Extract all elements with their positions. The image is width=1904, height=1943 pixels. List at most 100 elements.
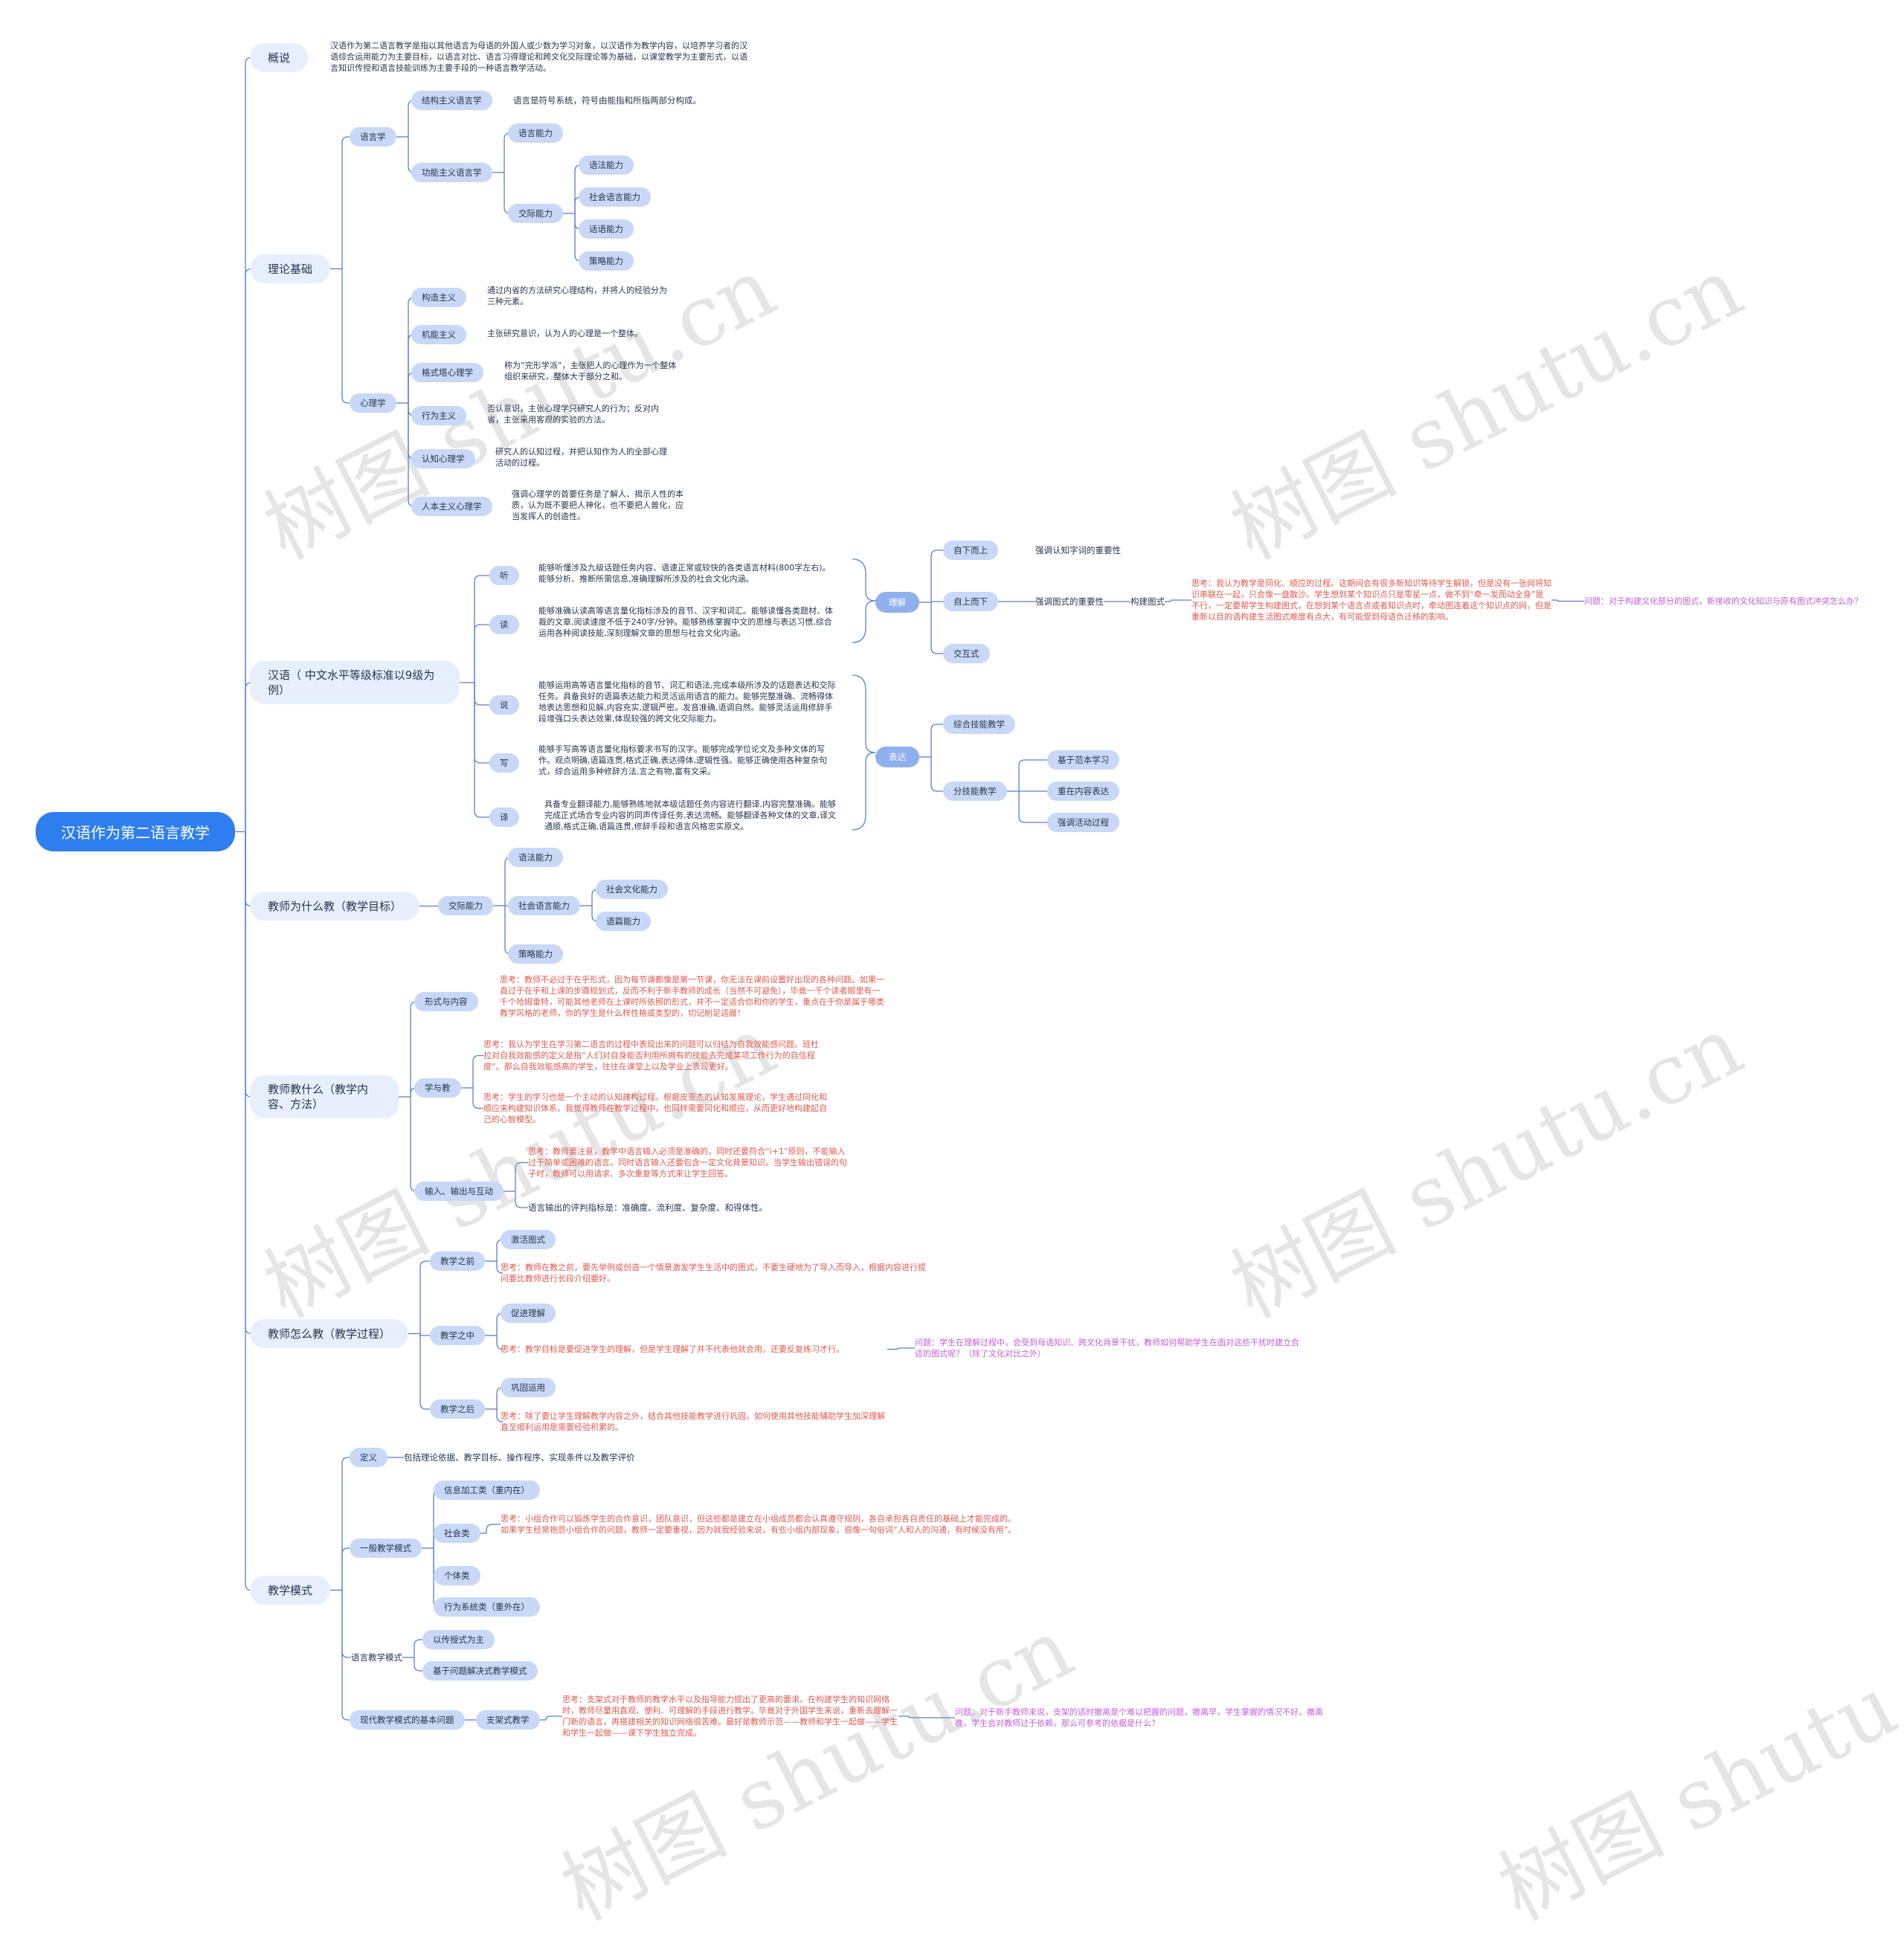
connector — [474, 683, 489, 818]
node-social[interactable]: 社会类 — [434, 1524, 480, 1543]
connector — [852, 674, 876, 831]
tag-promote-understanding[interactable]: 促进理解 — [501, 1304, 556, 1323]
node-activity-focus[interactable]: 强调活动过程 — [1047, 813, 1119, 832]
node-speaking[interactable]: 说 — [489, 695, 519, 715]
node-communicative-ability[interactable]: 交际能力 — [508, 204, 563, 223]
tag-activate-schema[interactable]: 激活图式 — [501, 1230, 556, 1249]
branch-teaching-mode[interactable]: 教学模式 — [250, 1576, 331, 1605]
node-language-ability[interactable]: 语言能力 — [508, 123, 563, 143]
node-goal-grammar[interactable]: 语法能力 — [508, 848, 563, 867]
node-content-focus[interactable]: 重在内容表达 — [1047, 782, 1119, 801]
connector — [410, 1097, 417, 1192]
node-bottom-up[interactable]: 自下而上 — [943, 541, 998, 560]
node-structural-linguistics[interactable]: 结构主义语言学 — [411, 91, 492, 110]
connector — [341, 1547, 350, 1591]
branch-chinese-standard[interactable]: 汉语（ 中文水平等级标准以9级为例） — [250, 661, 460, 704]
branch-teaching-content[interactable]: 教师教什么（教学内容、方法） — [250, 1075, 399, 1118]
node-strategy-ability[interactable]: 策略能力 — [579, 251, 634, 271]
node-interactive[interactable]: 交互式 — [943, 644, 990, 663]
node-info-processing[interactable]: 信息加工类（重内在） — [434, 1480, 540, 1500]
branch-teaching-process[interactable]: 教师怎么教（教学过程） — [250, 1319, 409, 1348]
connector — [474, 683, 489, 706]
node-discourse-ability[interactable]: 话语能力 — [579, 219, 634, 239]
connector — [496, 1261, 504, 1274]
branch-teaching-goal[interactable]: 教师为什么教（教学目标） — [250, 892, 420, 921]
node-structuralism[interactable]: 构造主义 — [411, 288, 466, 307]
structuralism-text: 通过内省的方法研究心理结构，并将人的经验分为三种元素。 — [487, 286, 667, 306]
node-sociocultural[interactable]: 社会文化能力 — [596, 880, 668, 899]
node-grammar-ability[interactable]: 语法能力 — [579, 155, 634, 175]
node-translation[interactable]: 译 — [489, 808, 519, 827]
node-goal-sociolinguistic[interactable]: 社会语言能力 — [508, 896, 580, 915]
learning-thought-2: 思考：学生的学习也是一个主动的认知建构过程。根据皮亚杰的认知发展理论，学生通过同… — [483, 1092, 827, 1124]
node-behavioral-system[interactable]: 行为系统类（重外在） — [434, 1597, 540, 1617]
connector — [341, 1457, 350, 1591]
node-comprehension[interactable]: 理解 — [875, 592, 919, 613]
node-form-content[interactable]: 形式与内容 — [414, 992, 478, 1011]
node-listening[interactable]: 听 — [489, 566, 519, 585]
schema-thought: 思考：我认为教学是同化、顺应的过程。这期间会有很多新知识等待学生解锁，但是没有一… — [1191, 579, 1551, 622]
node-problem-solving[interactable]: 基于问题解决式教学模式 — [422, 1661, 538, 1681]
node-goal-strategy[interactable]: 策略能力 — [508, 944, 563, 964]
node-individual[interactable]: 个体类 — [434, 1566, 480, 1585]
node-model-based[interactable]: 基于范本学习 — [1047, 750, 1119, 770]
node-separate-skills[interactable]: 分技能教学 — [943, 782, 1007, 801]
node-learning-teaching[interactable]: 学与教 — [414, 1078, 461, 1098]
node-after-class[interactable]: 教学之后 — [430, 1399, 485, 1419]
node-general-mode[interactable]: 一般教学模式 — [350, 1538, 422, 1558]
node-cognitive[interactable]: 认知心理学 — [411, 449, 475, 468]
connector — [545, 1715, 562, 1721]
speaking-text: 能够运用高等语言量化指标的音节、词汇和语法,完成本级所涉及的话题表达和交际任务。… — [538, 680, 836, 724]
connector — [472, 1054, 483, 1088]
cognitive-text: 研究人的认知过程，并把认知作为人的全部心理活动的过程。 — [495, 447, 667, 468]
node-language-mode[interactable]: 语言教学模式 — [351, 1652, 402, 1663]
after-thought: 思考：除了要让学生理解教学内容之外，结合其他技能教学进行巩固，如何使用其他技能辅… — [501, 1411, 885, 1432]
node-gestalt[interactable]: 格式塔心理学 — [411, 363, 483, 382]
translation-text: 具备专业翻译能力,能够熟练地就本级话题任务内容进行翻译,内容完整准确。能够完成正… — [544, 799, 836, 831]
node-humanistic[interactable]: 人本主义心理学 — [411, 497, 492, 516]
scaffolding-question: 问题：对于新手教师来说，支架的适时撤离是个难以把握的问题，撤离早，学生掌握的情况… — [955, 1707, 1323, 1728]
io-text: 语言输出的评判指标是：准确度、流利度、复杂度、和得体性。 — [528, 1202, 768, 1213]
node-communicative-competence[interactable]: 交际能力 — [438, 896, 493, 915]
node-scaffolding[interactable]: 支架式教学 — [476, 1710, 540, 1730]
node-expression[interactable]: 表达 — [875, 747, 919, 767]
connector — [574, 164, 582, 213]
connector — [930, 724, 943, 757]
node-discourse[interactable]: 语篇能力 — [596, 912, 651, 931]
connector — [515, 1191, 528, 1208]
connector — [341, 136, 350, 269]
definition-text: 包括理论依据、教学目标、操作程序、实现条件以及教学评价 — [404, 1452, 635, 1463]
node-functionalism[interactable]: 机能主义 — [411, 325, 466, 344]
tag-consolidate[interactable]: 巩固运用 — [501, 1378, 556, 1397]
connector — [930, 550, 943, 602]
node-during-class[interactable]: 教学之中 — [430, 1326, 485, 1345]
node-functional-linguistics[interactable]: 功能主义语言学 — [411, 163, 492, 182]
node-input-output[interactable]: 输入、输出与互动 — [414, 1182, 504, 1201]
connector — [930, 757, 943, 792]
node-sociolinguistic-ability[interactable]: 社会语言能力 — [579, 187, 651, 207]
before-thought: 思考：教师在教之前，要先举例或创造一个情景激发学生生活中的图式，不要生硬地为了导… — [501, 1263, 926, 1283]
connector — [930, 602, 943, 654]
node-top-down[interactable]: 自上而下 — [943, 592, 998, 611]
learning-thought-1: 思考：我认为学生在学习第二语言的过程中表现出来的问题可以归结为自我效能感问题。班… — [483, 1040, 819, 1072]
node-behaviorism[interactable]: 行为主义 — [411, 406, 466, 425]
node-transmission[interactable]: 以传授式为主 — [422, 1630, 495, 1649]
node-reading[interactable]: 读 — [489, 615, 519, 634]
connector — [419, 1333, 430, 1410]
node-integrated-skills[interactable]: 综合技能教学 — [943, 715, 1015, 734]
connector — [245, 57, 252, 832]
node-linguistics[interactable]: 语言学 — [350, 127, 396, 146]
connector — [245, 682, 252, 832]
connector — [245, 831, 252, 907]
connector — [1018, 759, 1047, 791]
root-topic[interactable]: 汉语作为第二语言教学 — [36, 812, 235, 851]
form-thought: 思考：教师不必过于在乎形式，因为每节课都像是第一节课，你无法在课前设置好出现的各… — [500, 975, 884, 1018]
connector — [414, 1639, 422, 1657]
node-writing[interactable]: 写 — [489, 753, 519, 773]
branch-theory[interactable]: 理论基础 — [250, 254, 331, 283]
node-definition[interactable]: 定义 — [350, 1448, 387, 1467]
node-before-class[interactable]: 教学之前 — [430, 1251, 485, 1271]
node-psychology[interactable]: 心理学 — [350, 393, 396, 413]
node-modern-mode[interactable]: 现代教学模式的基本问题 — [350, 1710, 465, 1730]
branch-overview[interactable]: 概说 — [250, 43, 309, 72]
